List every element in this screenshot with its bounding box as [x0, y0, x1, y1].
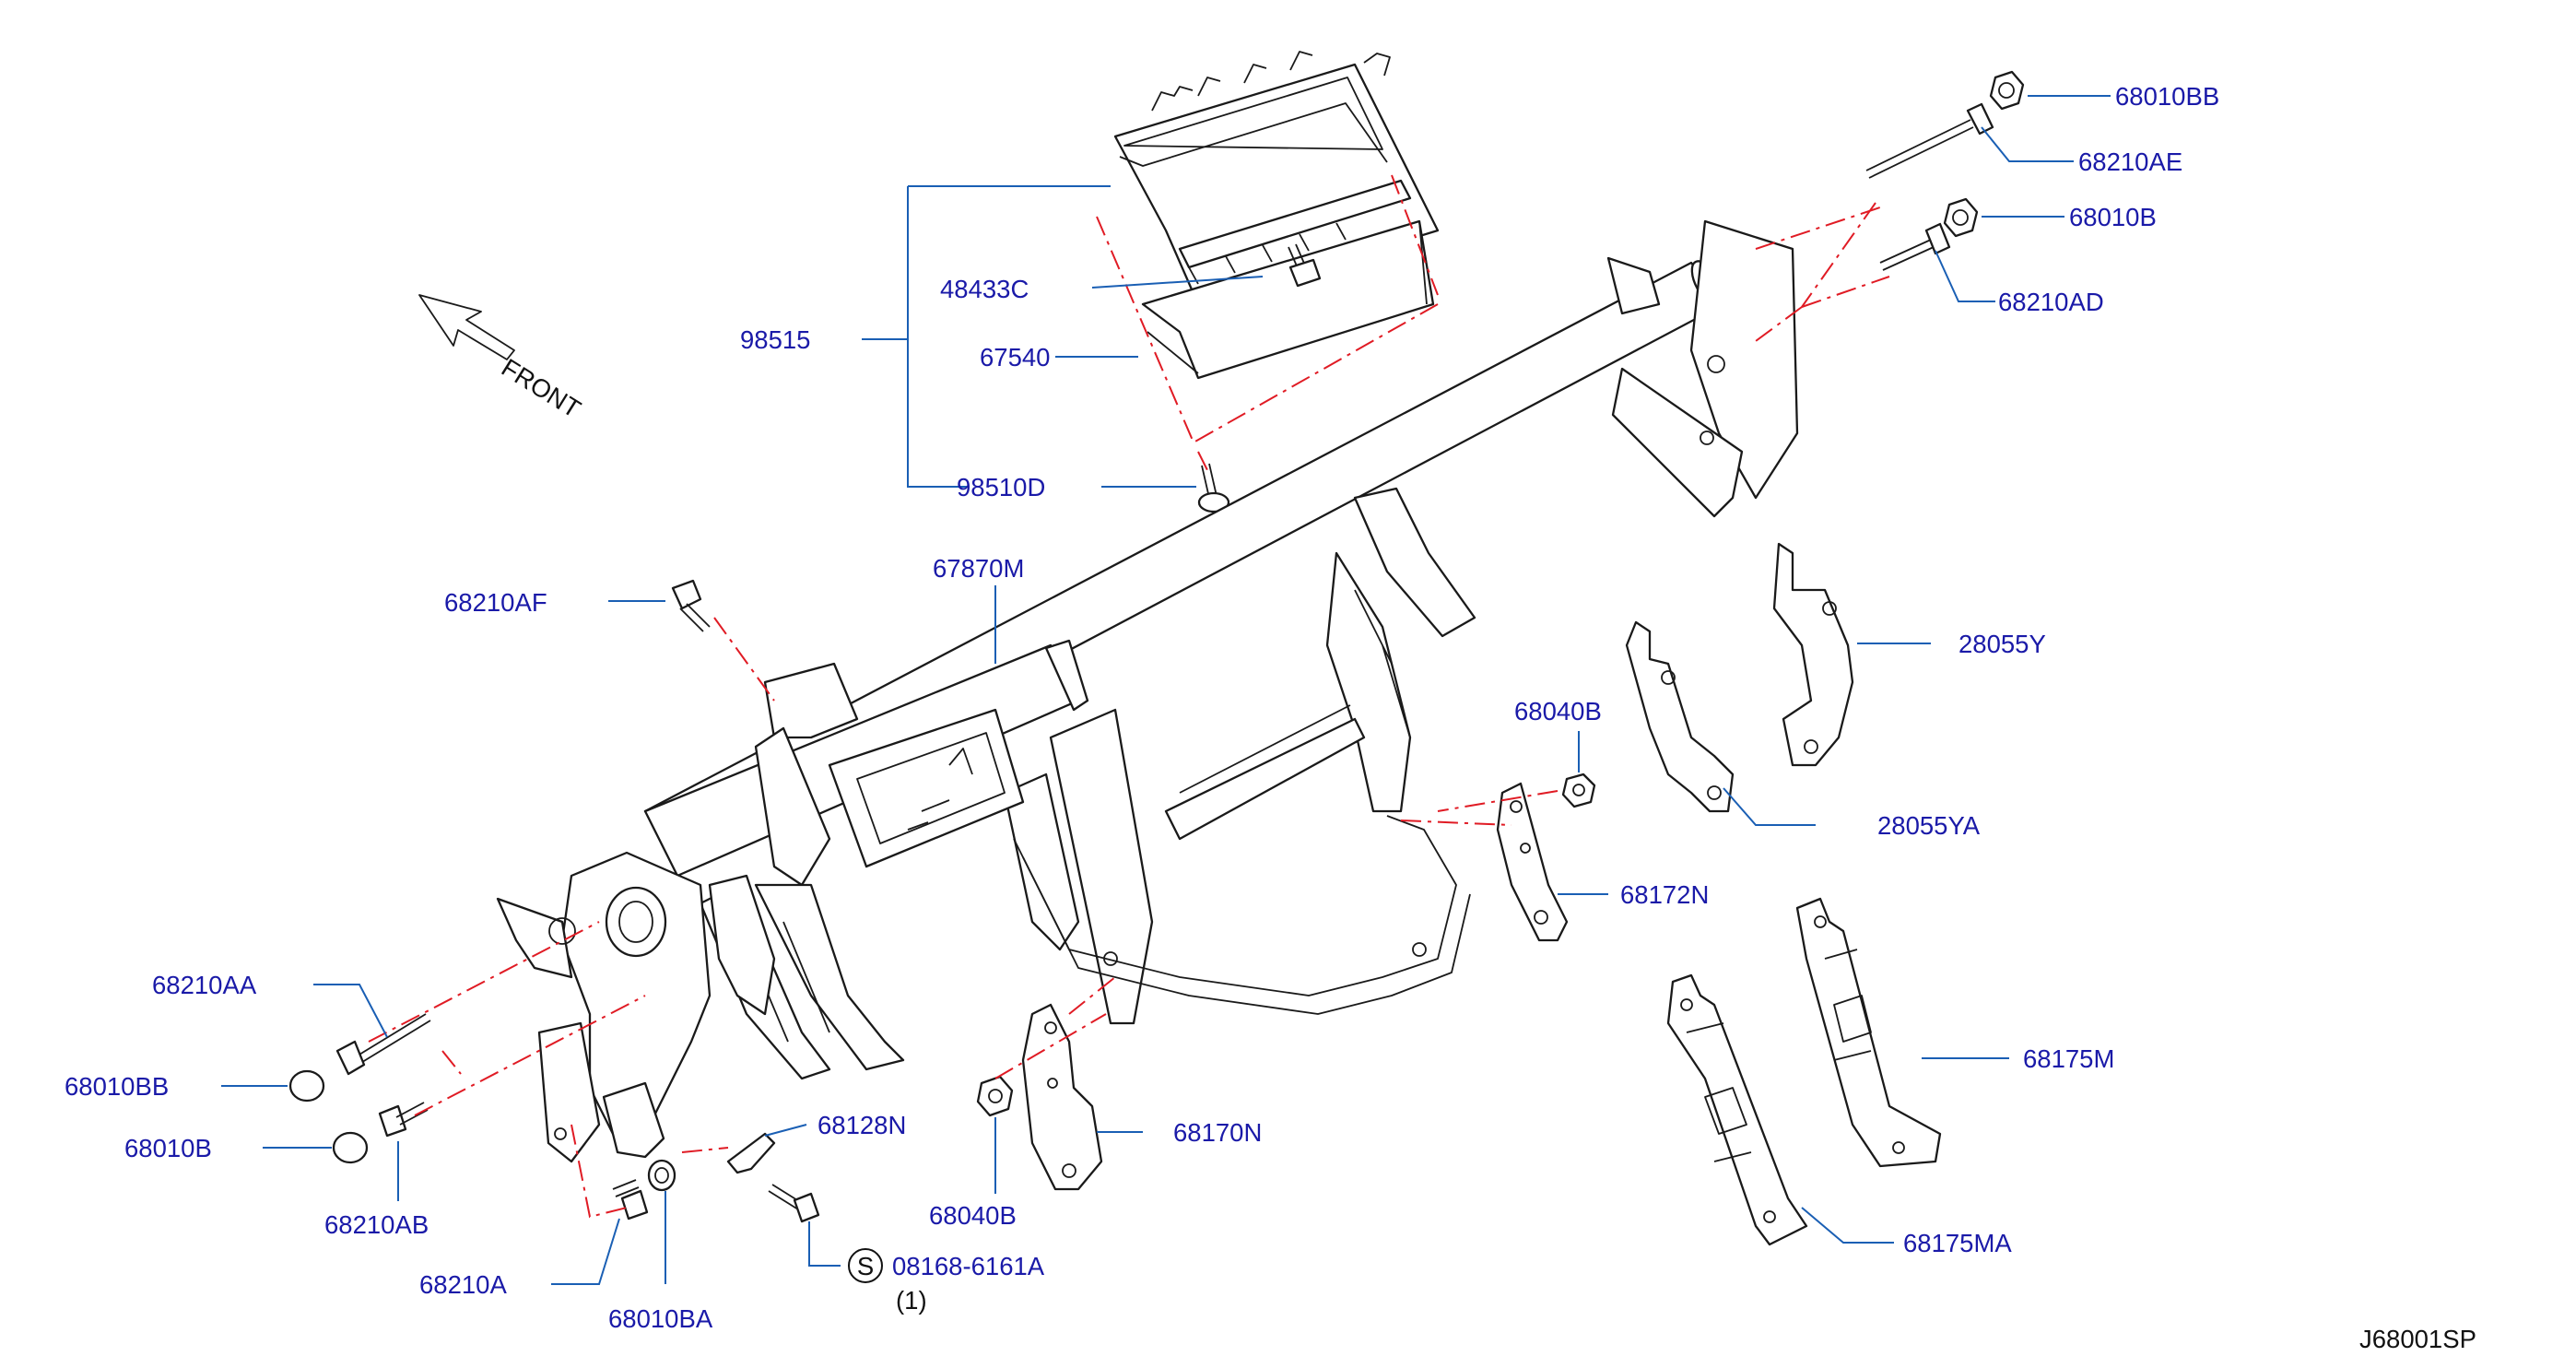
label-68210af: 68210AF — [444, 588, 547, 617]
label-68210ab: 68210AB — [324, 1210, 429, 1239]
label-68175ma: 68175MA — [1903, 1229, 2012, 1257]
screw-48433c — [1288, 243, 1322, 288]
label-98510d: 98510D — [957, 473, 1045, 501]
reinforcement-68175m — [1795, 897, 1942, 1168]
screw-98510d — [1197, 463, 1230, 513]
bracket-68170n — [1021, 1003, 1103, 1191]
s-circle-icon — [848, 1248, 883, 1283]
bolt-68210ae — [1865, 102, 1994, 179]
label-48433c: 48433C — [940, 275, 1029, 303]
label-28055ya: 28055YA — [1877, 811, 1981, 840]
label-68040b-right: 68040B — [1514, 697, 1602, 725]
label-68010bb-top: 68010BB — [2115, 82, 2219, 111]
nut-68040b-right — [1561, 772, 1596, 808]
label-68210a: 68210A — [419, 1270, 507, 1299]
bolt-68210ad — [1879, 222, 1951, 271]
reinforcement-68175ma — [1666, 973, 1808, 1246]
bolt-68210aa — [335, 1013, 431, 1076]
quantity-note: (1) — [896, 1286, 927, 1315]
steering-member-beam — [496, 219, 1799, 1163]
bracket-28055ya — [1625, 620, 1735, 813]
label-68210ad: 68210AD — [1998, 288, 2104, 316]
label-68170n: 68170N — [1173, 1118, 1262, 1147]
label-68175m: 68175M — [2023, 1044, 2114, 1073]
part-labels: 68010BB 68210AE 68010B 68210AD 48433C 98… — [65, 82, 2219, 1333]
label-67540: 67540 — [980, 343, 1050, 371]
nut-68010b-top — [1943, 197, 1979, 238]
bracket-28055y — [1772, 542, 1854, 767]
label-68010b-top: 68010B — [2069, 203, 2157, 231]
label-68040b-bottom: 68040B — [929, 1201, 1017, 1230]
clip-68128n — [726, 1132, 776, 1174]
cap-68010bb-left — [288, 1069, 325, 1103]
label-68210ae: 68210AE — [2078, 147, 2182, 176]
passenger-airbag-module — [1113, 51, 1440, 380]
bolt-68210a — [612, 1179, 649, 1221]
label-67870m: 67870M — [933, 554, 1024, 583]
label-68010bb-left: 68010BB — [65, 1072, 169, 1101]
label-68010ba: 68010BA — [608, 1304, 713, 1333]
cap-68010b-left — [332, 1131, 369, 1164]
leader-lines — [221, 95, 2111, 1285]
front-label: FRONT — [497, 353, 586, 424]
label-98515: 98515 — [740, 325, 810, 354]
nut-68010bb-top — [1989, 70, 2025, 111]
label-28055y: 28055Y — [1958, 630, 2046, 658]
s-symbol: S — [857, 1252, 874, 1280]
bolt-68210af — [671, 579, 711, 632]
front-arrow-icon — [418, 294, 515, 360]
bracket-68172n — [1496, 782, 1569, 942]
label-68128n: 68128N — [817, 1111, 906, 1139]
label-68210aa: 68210AA — [152, 971, 257, 999]
nut-68040b-bottom — [976, 1075, 1014, 1117]
label-08168-6161a: 08168-6161A — [892, 1252, 1045, 1280]
bolt-68210ab — [378, 1102, 429, 1138]
label-68010b-left: 68010B — [124, 1134, 212, 1162]
diagram-code: J68001SP — [2359, 1325, 2476, 1353]
bolt-08168-6161a — [768, 1184, 820, 1223]
label-68172n: 68172N — [1620, 880, 1709, 909]
washer-68010ba — [647, 1159, 676, 1192]
